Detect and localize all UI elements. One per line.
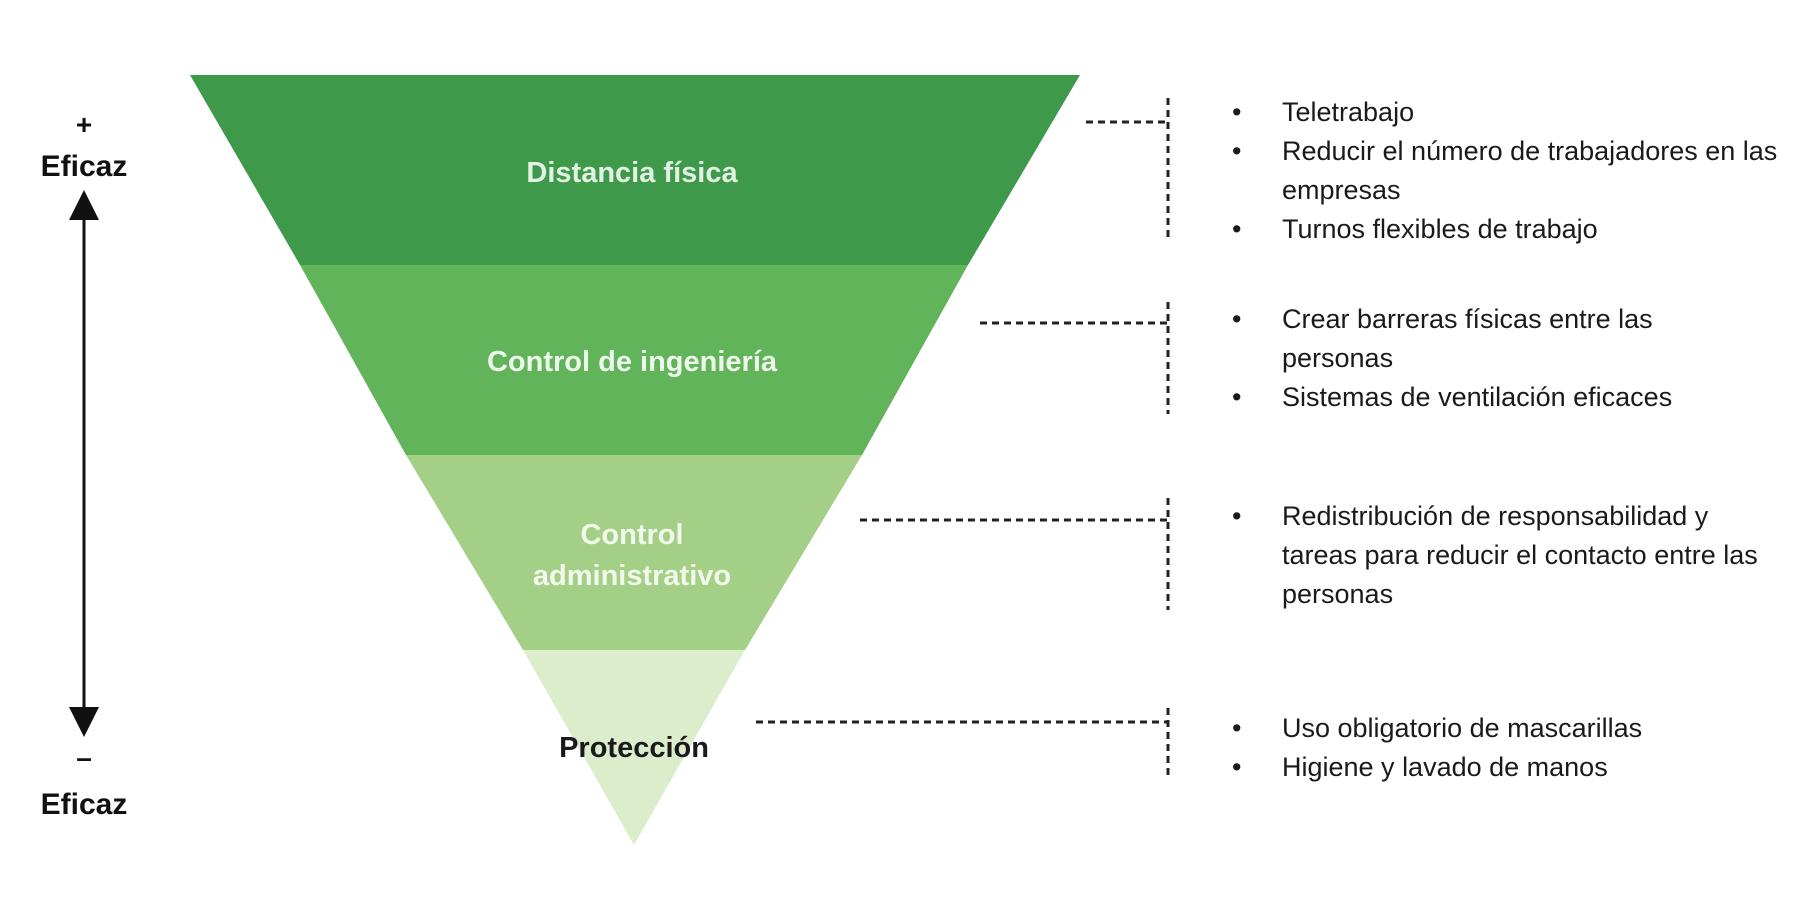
list-item: • Sistemas de ventilación eficaces <box>1230 378 1710 417</box>
layer-label-control-administrativo-line1: Control <box>580 519 683 551</box>
layer-label-proteccion: Protección <box>559 732 709 764</box>
layer-control-administrativo <box>406 455 862 650</box>
bullet-icon: • <box>1232 752 1242 782</box>
list-item: • Turnos flexibles de trabajo <box>1230 210 1790 249</box>
bullet-icon: • <box>1232 501 1242 531</box>
measures-control-ingenieria: • Crear barreras físicas entre las person… <box>1230 300 1710 417</box>
measures-control-administrativo: • Redistribución de responsabilidad y tar… <box>1230 497 1770 614</box>
list-item: • Uso obligatorio de mascarillas <box>1230 709 1770 748</box>
more-sign: + <box>76 109 92 140</box>
bullet-icon: • <box>1232 382 1242 412</box>
bullet-icon: • <box>1232 136 1242 166</box>
measures-distancia-fisica: • Teletrabajo • Reducir el número de traba… <box>1230 93 1790 249</box>
list-item-text: Uso obligatorio de mascarillas <box>1282 713 1643 743</box>
bullet-icon: • <box>1232 97 1242 127</box>
effectiveness-scale: + Eficaz – Eficaz <box>41 109 128 821</box>
list-item-text: Sistemas de ventilación eficaces <box>1282 382 1673 412</box>
bullet-icon: • <box>1232 214 1242 244</box>
list-item: • Teletrabajo <box>1230 93 1790 132</box>
list-item-text: Teletrabajo <box>1282 97 1415 127</box>
list-item-text: Higiene y lavado de manos <box>1282 752 1608 782</box>
list-item: • Crear barreras físicas entre las person… <box>1230 300 1710 378</box>
measures-proteccion: • Uso obligatorio de mascarillas • Higiene… <box>1230 709 1770 787</box>
layer-label-control-administrativo-line2: administrativo <box>533 560 731 592</box>
layer-control-ingenieria <box>300 265 968 455</box>
layer-label-distancia-fisica: Distancia física <box>526 157 738 189</box>
less-effective-label: Eficaz <box>41 788 128 821</box>
list-item-text: Redistribución de responsabilidad y tare… <box>1282 501 1758 609</box>
list-item: • Higiene y lavado de manos <box>1230 748 1770 787</box>
list-item-text: Crear barreras físicas entre las persona… <box>1282 304 1653 373</box>
more-effective-label: Eficaz <box>41 150 128 183</box>
connectors <box>756 98 1170 780</box>
layer-proteccion <box>523 650 745 845</box>
layer-distancia-fisica <box>190 75 1080 265</box>
less-sign: – <box>76 742 92 773</box>
list-item: • Redistribución de responsabilidad y tar… <box>1230 497 1770 614</box>
list-item-text: Reducir el número de trabajadores en las… <box>1282 136 1778 205</box>
bullet-icon: • <box>1232 304 1242 334</box>
list-item-text: Turnos flexibles de trabajo <box>1282 214 1598 244</box>
bullet-icon: • <box>1232 713 1242 743</box>
layer-label-control-ingenieria: Control de ingeniería <box>487 346 778 378</box>
list-item: • Reducir el número de trabajadores en la… <box>1230 132 1790 210</box>
inverted-pyramid: Distancia física Control de ingeniería C… <box>190 75 1080 845</box>
